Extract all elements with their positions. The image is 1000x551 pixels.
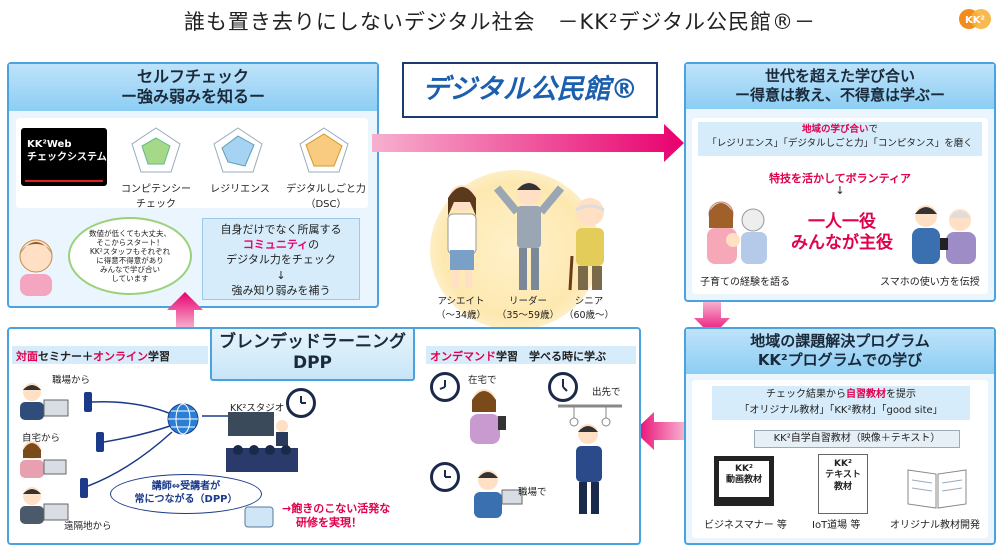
smartphone-teaching-illustration xyxy=(906,202,982,270)
generations-learning-box: 地域の学び合いで 「レジリエンス」「デジタルしごと力」「コンピタンス」を磨く xyxy=(698,122,982,156)
seminar-header: 対面セミナー＋オンライン学習 xyxy=(12,346,208,364)
original-material-caption: オリジナル教材開発 xyxy=(890,520,980,531)
learner-remote-icon xyxy=(16,484,76,528)
radar-chart-icon-competency xyxy=(130,126,182,178)
router-icon-2 xyxy=(96,432,104,452)
video-material-icon: KK² 動画教材 xyxy=(714,456,774,506)
radar-chart-icon-resilience xyxy=(212,126,264,178)
kk-logo: KK² xyxy=(958,4,992,34)
dpp-connection-bubble: 講師⇔受講者が 常につながる（DPP） xyxy=(110,474,262,514)
staff-avatar xyxy=(12,236,60,300)
learner-home-icon xyxy=(16,438,76,482)
parenting-illustration xyxy=(697,198,777,270)
page-title: 誰も置き去りにしないデジタル社会 －KK²デジタル公民館®－ xyxy=(183,10,817,34)
at-home-label: 在宅で xyxy=(468,375,497,386)
generations-heading: 世代を超えた学び合い ー得意は教え、不得意は学ぶー xyxy=(686,64,994,109)
on-commute-label: 出先で xyxy=(592,387,621,398)
training-result-text: →飽きのこない活発な 研修を実現！ xyxy=(282,502,391,529)
office-learner-illustration xyxy=(464,468,524,524)
arrow-up-left xyxy=(167,292,203,328)
smartphone-caption: スマホの使い方を伝授 xyxy=(880,277,980,288)
router-icon-1 xyxy=(84,392,92,412)
everyone-lead-text: 一人一役 みんなが主役 xyxy=(791,212,893,254)
clock-icon-home xyxy=(430,372,460,402)
radar-chart-icon-dsc xyxy=(298,126,350,178)
volunteer-text: 特技を活かしてボランティア xyxy=(768,172,911,185)
label-from-remote: 遠隔地から xyxy=(64,521,112,532)
radar-label-competency: コンピテンシー チェック xyxy=(121,184,191,210)
label-from-work: 職場から xyxy=(52,375,91,386)
router-icon-3 xyxy=(80,478,88,498)
associate-person xyxy=(440,182,484,294)
home-learner-illustration xyxy=(460,386,512,448)
original-material-book-icon xyxy=(906,460,968,514)
parenting-caption: 子育ての経験を語る xyxy=(700,277,790,288)
associate-label: アシエイト（～34歳） xyxy=(435,296,487,321)
digital-kominkan-banner: デジタル公民館® xyxy=(402,62,658,118)
ondemand-header: オンデマンド学習 学べる時に学ぶ xyxy=(426,346,636,364)
senior-label: シニア（60歳～） xyxy=(563,296,615,321)
web-check-system-screen[interactable]: KK²Web チェックシステム xyxy=(21,128,107,186)
leader-label: リーダー（35～59歳） xyxy=(496,296,560,321)
encouragement-speech-bubble: 数値が低くても大丈夫、 そこからスタート！ KK²スタッフもそれぞれ に得意不得… xyxy=(68,217,192,295)
dpp-heading: ブレンデッドラーニング DPP xyxy=(210,327,415,381)
text-material-icon: KK² テキスト 教材 xyxy=(818,454,868,514)
volunteer-arrow: ↓ xyxy=(835,184,845,197)
commuter-illustration xyxy=(558,404,622,520)
self-study-suggestion-box: チェック結果から自習教材を提示 「オリジナル教材」「KK²教材」「good si… xyxy=(712,386,970,420)
arrow-down-right xyxy=(694,302,730,336)
program-heading: 地域の課題解決プログラム KK²プログラムでの学び xyxy=(686,329,994,374)
studio-classroom-illustration xyxy=(226,410,298,476)
clock-icon-commute xyxy=(548,372,578,402)
leader-person xyxy=(493,178,565,296)
studio-label: KK²スタジオ xyxy=(230,403,285,414)
community-check-box: 自身だけでなく所属する コミュニティの デジタル力をチェック ↓ 強み知り弱みを… xyxy=(202,218,360,300)
radar-label-resilience: レジリエンス xyxy=(210,184,270,195)
clock-icon-work xyxy=(430,462,460,492)
at-work-label: 職場で xyxy=(518,487,547,498)
svg-text:KK²: KK² xyxy=(965,15,985,26)
iot-dojo-caption: IoT道場 等 xyxy=(812,520,861,531)
network-lines xyxy=(87,401,260,487)
tablet-icon xyxy=(244,506,274,532)
learner-work-icon xyxy=(16,380,76,424)
business-manner-caption: ビジネスマナー 等 xyxy=(704,520,787,531)
senior-person xyxy=(566,196,614,296)
arrow-left-bottom xyxy=(634,412,684,450)
self-check-heading: セルフチェック ー強み弱みを知るー xyxy=(9,64,377,111)
clock-icon-studio xyxy=(286,388,316,418)
arrow-right-top xyxy=(372,124,684,162)
radar-label-dsc: デジタルしごと力 （DSC） xyxy=(286,184,366,210)
label-from-home: 自宅から xyxy=(22,433,61,444)
self-study-materials-label: KK²自学自習教材（映像＋テキスト） xyxy=(754,430,960,448)
globe-icon xyxy=(166,402,200,440)
